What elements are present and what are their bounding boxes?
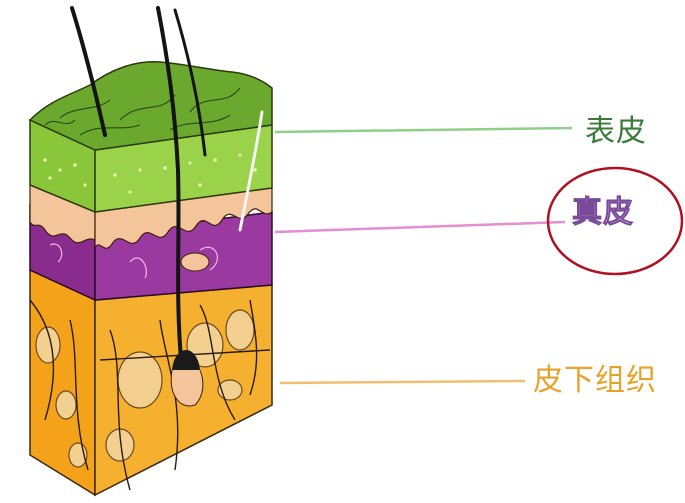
dermis-layer [29,184,273,302]
subcutaneous-layer [29,268,273,497]
highlight-circle [546,166,684,276]
hair-follicle [170,350,204,407]
dermis-leader-line [274,220,566,234]
dermis-label: 真皮 [572,195,634,230]
epidermis-layer [28,61,273,214]
hair-shafts [70,6,264,372]
subcutaneous-tissue-label: 皮下组织 [533,363,657,398]
epidermis-leader-line [274,126,573,134]
subcutis-leader-line [279,379,526,385]
epidermis-label: 表皮 [585,114,647,149]
